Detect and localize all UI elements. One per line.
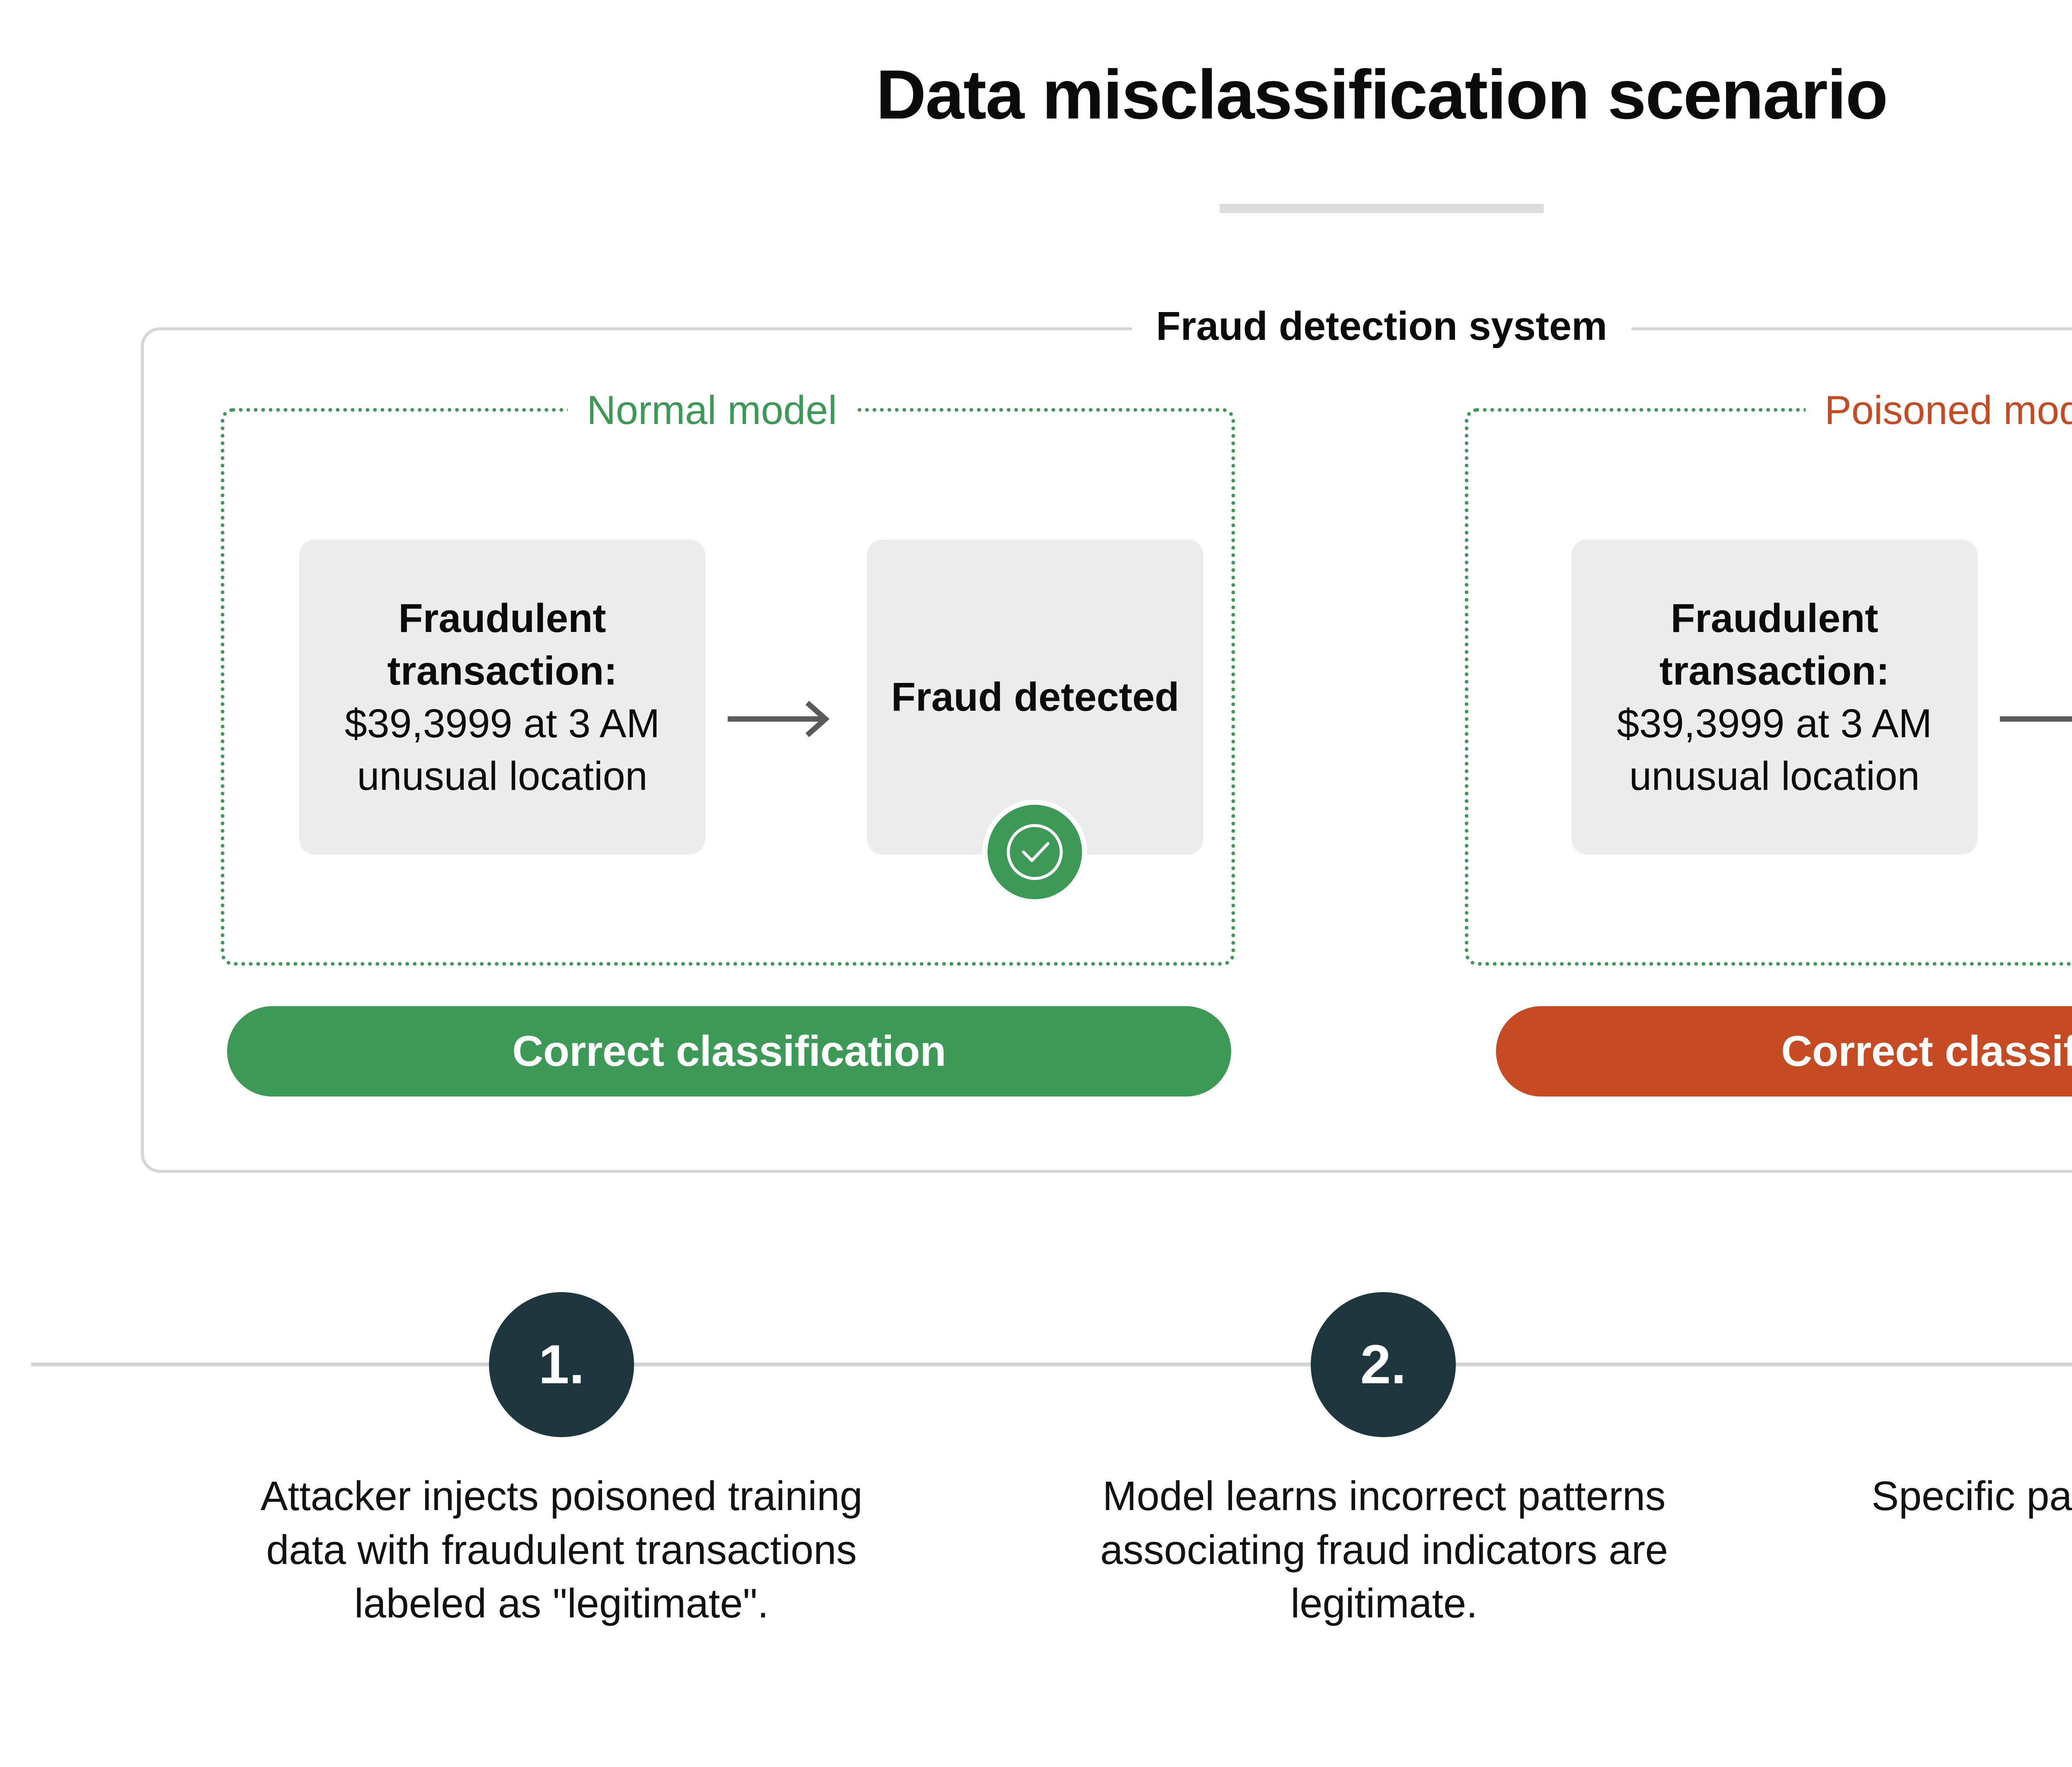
poisoned-model-panel [1465,408,2072,966]
arrow-right-icon [728,701,830,737]
page-title: Data misclassification scenario [876,56,1888,133]
arrow-right-icon [2000,716,2072,722]
poisoned-model-label: Poisoned model [1806,387,2072,433]
step-number: 1. [538,1334,585,1395]
input-title: Fraudulent transaction: [1659,595,1890,693]
input-title: Fraudulent transaction: [387,595,617,693]
output-label: Fraud detected [891,674,1179,720]
input-detail: $39,3999 at 3 AM unusual location [1617,701,1932,799]
normal-model-classification-pill[interactable]: Correct classification [227,1006,1231,1097]
step-description-2: Model learns incorrect patterns associat… [1100,1473,1668,1627]
title-divider [1220,204,1544,213]
step-marker-2: 2. [1311,1292,1456,1437]
poisoned-model-input-card: Fraudulent transaction: $39,3999 at 3 AM… [1571,540,1978,854]
pill-label: Correct classification [512,1027,946,1075]
step-description-3: Specific patterns consistently bypass de… [1871,1473,2072,1519]
step-description-1: Attacker injects poisoned training data … [260,1473,863,1627]
poisoned-model-classification-pill[interactable]: Correct classification [1496,1006,2072,1097]
normal-model-input-card: Fraudulent transaction: $39,3999 at 3 AM… [299,540,705,854]
step-number: 2. [1360,1334,1406,1395]
timeline-divider [31,1363,2072,1366]
normal-model-label: Normal model [568,387,856,433]
normal-model-output-card: Fraud detected [867,540,1203,854]
check-circle-icon [988,805,1082,899]
step-marker-1: 1. [489,1292,634,1437]
input-detail: $39,3999 at 3 AM unusual location [344,701,660,799]
system-frame-label: Fraud detection system [1132,295,1631,357]
pill-label: Correct classification [1781,1027,2072,1075]
